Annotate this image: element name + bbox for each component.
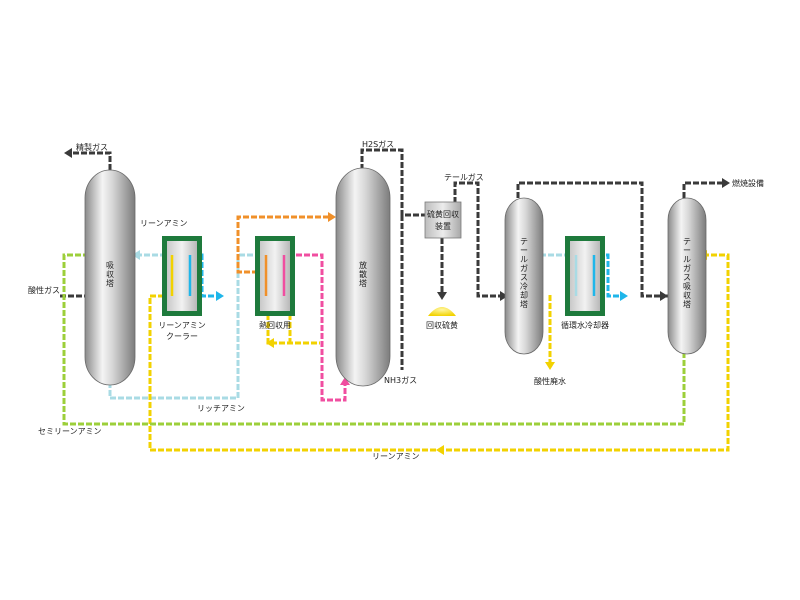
label-nh3-gas: NH3ガス [384, 375, 417, 385]
arrow-refined-gas [64, 148, 72, 158]
lean-amine-hot-line [288, 253, 347, 402]
tail-gas-absorber: テールガス吸収塔 [667, 197, 707, 355]
circulating-water-cooler [565, 236, 605, 316]
tail-gas-absorber-label: テールガス吸収塔 [683, 237, 691, 309]
sru-label-1: 硫黄回収 [427, 209, 459, 219]
label-acid-gas: 酸性ガス [28, 285, 60, 295]
label-tail-gas: テールガス [444, 172, 484, 182]
regenerator-label: 放散塔 [359, 260, 367, 288]
label-wastewater: 酸性廃水 [534, 376, 566, 386]
arrow-sulfur [437, 292, 447, 300]
gas-lines [60, 148, 722, 370]
tail-gas-cooling-tower: テールガス冷却塔 [504, 197, 544, 355]
heat-recovery-exchanger [255, 236, 295, 316]
arrow-tailgas-2 [660, 291, 668, 301]
sulfur-pile-icon [428, 307, 456, 316]
tail-gas-cooling-tower-label: テールガス冷却塔 [520, 237, 528, 309]
label-refined-gas: 精製ガス [76, 142, 108, 152]
label-incinerator: 燃焼設備 [732, 178, 764, 188]
arrow-lean-bottom [436, 445, 444, 455]
arrow-wastewater [545, 362, 555, 370]
arrow-lean-hot [340, 377, 350, 385]
absorber-label: 吸収塔 [106, 261, 114, 288]
label-cooler-1: リーンアミン [158, 321, 205, 330]
refined-gas-outlet-line [72, 151, 112, 170]
arrow-tgc-water [620, 291, 628, 301]
incinerator-line [682, 181, 722, 198]
label-heat-recovery: 熱回収用 [259, 320, 291, 330]
labels: 精製ガス 酸性ガス リーンアミン リーンアミン クーラー 熱回収用 リッチアミン… [28, 139, 764, 461]
hot-rich-amine-line [236, 215, 328, 274]
tail-gas-line-1 [453, 181, 505, 298]
lean-amine-cooler [162, 236, 202, 316]
h2s-gas-line [360, 148, 425, 217]
label-lean-amine-bottom: リーンアミン [372, 452, 419, 461]
sulfur-recovery-unit: 硫黄回収 装置 [424, 201, 462, 239]
sru-label-2: 装置 [435, 221, 451, 231]
label-cooler-2: クーラー [166, 332, 198, 341]
arrow-tailgas-1 [500, 291, 508, 301]
arrow-lean-to-exchanger [266, 338, 274, 348]
tail-gas-line-2 [516, 181, 668, 298]
label-h2s-gas: H2Sガス [362, 139, 394, 149]
label-water-cooler: 循環水冷却器 [561, 320, 609, 330]
arrow-hot-rich [328, 212, 336, 222]
regenerator-vessel: 放散塔 [335, 167, 391, 387]
arrow-cooler-water [216, 291, 224, 301]
label-recovered-sulfur: 回収硫黄 [426, 320, 458, 330]
semi-lean-amine-line [62, 253, 686, 426]
label-rich-amine: リッチアミン [197, 404, 245, 413]
arrow-cooler-return [132, 250, 140, 260]
rich-amine-line [108, 253, 258, 400]
label-semi-lean-amine: セミリーンアミン [38, 427, 101, 436]
arrow-incinerator [722, 178, 730, 188]
label-lean-amine-top: リーンアミン [140, 219, 187, 228]
absorber-vessel: 吸収塔 [84, 169, 136, 386]
